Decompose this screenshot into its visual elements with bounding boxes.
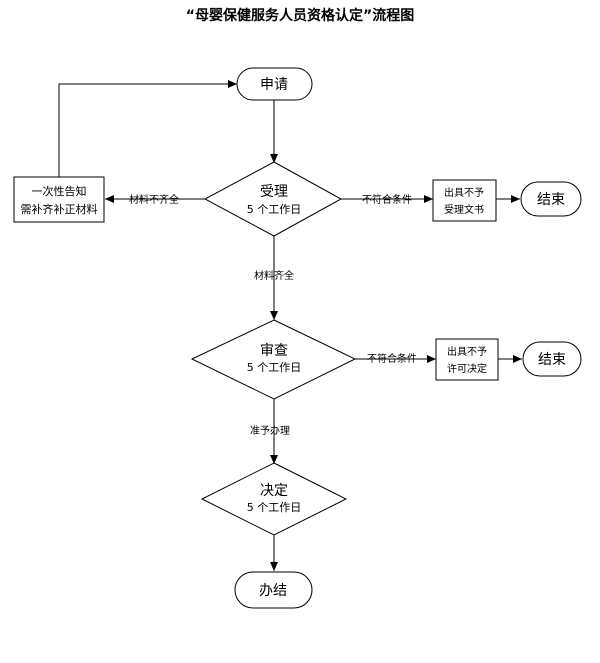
node-review-duration: 5 个工作日 (247, 361, 302, 374)
node-reject-permit-line1: 出具不予 (447, 345, 487, 358)
node-apply-label: 申请 (260, 77, 288, 93)
node-notify: 一次性告知 需补齐补正材料 (13, 176, 105, 223)
edge-label-complete: 材料齐全 (254, 269, 294, 282)
node-finish: 办结 (234, 571, 313, 609)
node-finish-label: 办结 (259, 583, 287, 599)
node-notify-line1: 一次性告知 (32, 184, 87, 198)
node-end-2: 结束 (522, 341, 582, 377)
node-decide-duration: 5 个工作日 (247, 501, 302, 514)
node-accept-title: 受理 (260, 184, 288, 200)
node-accept: 受理 5 个工作日 (203, 161, 343, 237)
connectors (58, 80, 522, 571)
node-decide-title: 决定 (260, 483, 288, 499)
node-notify-line2: 需补齐补正材料 (21, 202, 98, 216)
node-review: 审查 5 个工作日 (190, 319, 357, 400)
node-reject-permit: 出具不予 许可决定 (435, 338, 499, 381)
edge-label-not-qualified-2: 不符合条件 (367, 352, 417, 365)
node-reject-accept: 出具不予 受理文书 (432, 179, 497, 222)
edge-label-approve: 准予办理 (250, 424, 290, 437)
node-reject-accept-line1: 出具不予 (444, 186, 484, 199)
loop-notify-to-apply (58, 80, 237, 177)
node-apply: 申请 (236, 67, 313, 101)
node-reject-accept-line2: 受理文书 (444, 203, 484, 216)
page-title: “母婴保健服务人员资格认定”流程图 (186, 7, 414, 24)
node-accept-duration: 5 个工作日 (247, 203, 302, 216)
edge-label-not-qualified-1: 不符合条件 (362, 193, 412, 206)
node-end-1: 结束 (520, 181, 582, 217)
node-review-title: 审查 (260, 343, 288, 359)
node-decide: 决定 5 个工作日 (200, 462, 348, 536)
node-reject-permit-line2: 许可决定 (447, 362, 487, 375)
edge-label-incomplete: 材料不齐全 (129, 193, 179, 206)
node-end-2-label: 结束 (538, 352, 566, 368)
node-end-1-label: 结束 (537, 192, 565, 208)
